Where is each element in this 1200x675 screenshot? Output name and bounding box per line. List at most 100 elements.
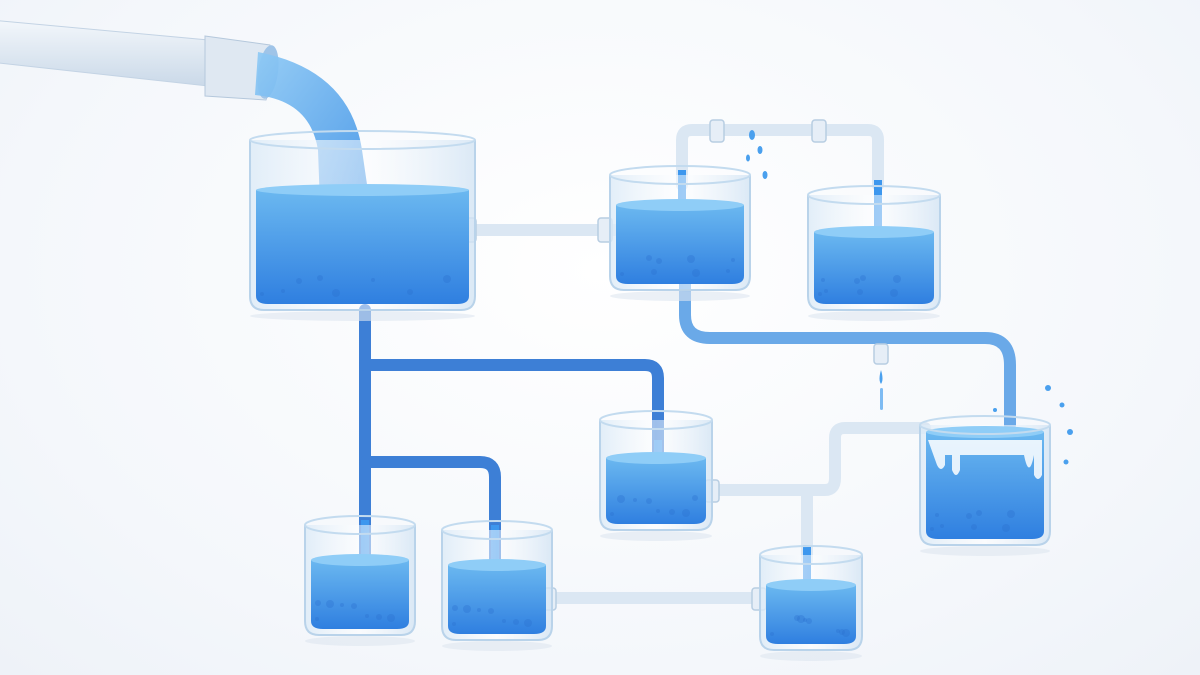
bubble (315, 600, 321, 606)
pipe-center-to-overflow-tank (706, 422, 931, 496)
tank-shadow (442, 641, 552, 651)
bubble (646, 255, 652, 261)
bubble (656, 258, 662, 264)
bubble (731, 258, 735, 262)
inlet-pipe (0, 20, 279, 101)
bubble (463, 605, 471, 613)
tank-water (448, 565, 546, 634)
tank-rim (304, 515, 416, 535)
water-surface (311, 554, 409, 566)
bubble (806, 618, 812, 624)
tank-shadow (600, 531, 712, 541)
tank-water (766, 585, 856, 644)
bubble (646, 498, 652, 504)
bubble (821, 278, 825, 282)
tank-rim (609, 165, 751, 185)
tank-rim (441, 520, 553, 540)
bubble (443, 275, 451, 283)
bubble (376, 614, 382, 620)
bubble (682, 509, 690, 517)
overflow-spill (928, 440, 1042, 479)
overhead-pipe (676, 124, 884, 191)
bubble (452, 622, 456, 626)
bubble (620, 272, 624, 276)
bubble (692, 495, 698, 501)
pipe-main-to-second-left-tank (359, 456, 501, 581)
bubble (794, 615, 800, 621)
bubble (477, 608, 481, 612)
bubble (651, 269, 657, 275)
tank-h (759, 545, 863, 661)
bubble (296, 278, 302, 284)
bubble (371, 278, 375, 282)
bubble (842, 629, 850, 637)
bubble (930, 527, 934, 531)
bubble (351, 603, 357, 609)
tank-shadow (808, 311, 940, 321)
bubble (890, 289, 898, 297)
bubble (656, 509, 660, 513)
bubble (726, 269, 730, 273)
tank-water (311, 560, 409, 629)
tank-a (609, 165, 751, 301)
bubble (935, 513, 939, 517)
bubble (502, 619, 506, 623)
overflow-tank (919, 415, 1051, 556)
bubble (524, 619, 532, 627)
bubble (315, 617, 319, 621)
bubble (836, 629, 840, 633)
tank-shadow (920, 546, 1050, 556)
bubble (340, 603, 344, 607)
tank-shadow (305, 636, 415, 646)
tank-b (807, 185, 941, 321)
bubble (854, 278, 860, 284)
bubble (260, 292, 264, 296)
tank-f (304, 515, 416, 646)
bubble (687, 255, 695, 263)
bubble (839, 629, 845, 635)
tank-rim (807, 185, 941, 205)
pipe-main-to-center-tank (359, 359, 664, 471)
bubble (281, 289, 285, 293)
water-drips (746, 130, 1073, 465)
connector-pipes-light (464, 124, 931, 604)
bubble (387, 614, 395, 622)
bubble (669, 509, 675, 515)
tank-shadow (250, 311, 475, 321)
bubble (617, 495, 625, 503)
tank-g (441, 520, 553, 651)
bubble (966, 513, 972, 519)
water-surface (814, 226, 934, 238)
water-surface (766, 579, 856, 591)
bubble (332, 289, 340, 297)
bubble (407, 289, 413, 295)
bubble (513, 619, 519, 625)
tank-rim (599, 410, 713, 430)
bubble (797, 615, 805, 623)
bubble (1007, 510, 1015, 518)
tank-rim (249, 130, 476, 150)
water-surface (616, 199, 744, 211)
bubble (971, 524, 977, 530)
tank-rim (759, 545, 863, 565)
main-tank (249, 130, 476, 321)
pipe-tank-a-to-overflow-tank (679, 274, 1016, 431)
water-surface (926, 426, 1044, 438)
bubble (940, 524, 944, 528)
outlet-pipes-dark (359, 274, 1016, 581)
tank-shadow (760, 651, 862, 661)
tank-rim (919, 415, 1051, 435)
bubble (452, 605, 458, 611)
bubble (818, 292, 822, 296)
bubble (857, 289, 863, 295)
tank-c (599, 410, 713, 541)
bubble (1002, 524, 1010, 532)
tank-water (256, 190, 469, 304)
bubble (326, 600, 334, 608)
bubble (824, 289, 828, 293)
bubble (893, 275, 901, 283)
bubble (610, 512, 614, 516)
tank-water (616, 205, 744, 284)
